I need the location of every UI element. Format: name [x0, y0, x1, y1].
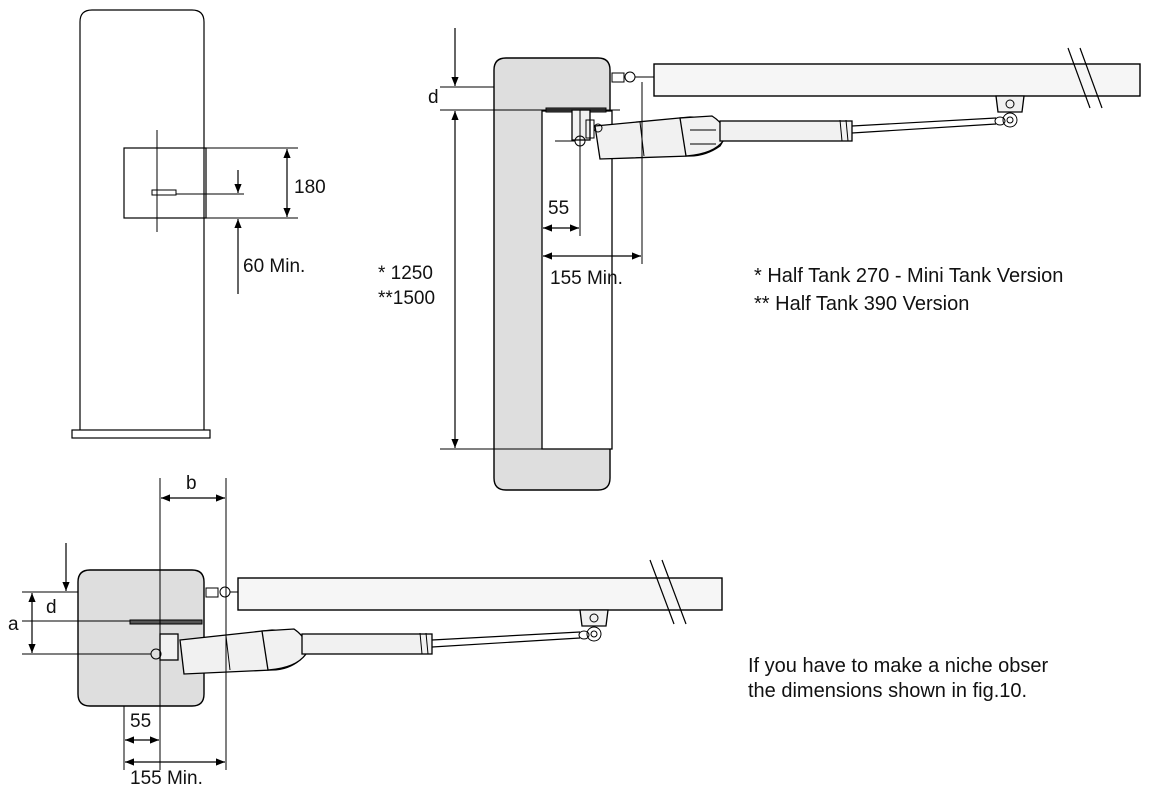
dim-d-label-short: d	[46, 597, 57, 618]
dim-d-label: d	[428, 87, 439, 108]
post-body-short	[77, 569, 205, 707]
niche-note-line1: If you have to make a niche obser	[748, 655, 1049, 677]
barrier-boom-short	[237, 577, 723, 611]
version-note-1: * Half Tank 270 - Mini Tank Version	[754, 265, 1064, 287]
dim-55-label: 55	[548, 198, 569, 219]
post-base-plate	[71, 429, 211, 439]
dim-180-label: 180	[294, 177, 326, 198]
figure-c-side-view: b a d 55 155 Min.	[8, 473, 723, 787]
version-note-2: ** Half Tank 390 Version	[754, 293, 970, 315]
dim-60-min-label: 60 Min.	[243, 256, 305, 277]
niche-opening	[123, 147, 207, 219]
dim-155-min-label: 155 Min.	[550, 268, 623, 289]
figure-b-side-view: d * 1250 **1500 55 155 Min.	[378, 28, 1141, 491]
dim-1500-label: **1500	[378, 288, 435, 309]
figure-a-front-view: 180 60 Min.	[71, 9, 326, 439]
post-outline	[79, 9, 205, 430]
dim-a-label: a	[8, 614, 19, 635]
barrier-boom	[653, 63, 1141, 97]
dim-55-label-short: 55	[130, 711, 151, 732]
dim-155-min-label-short: 155 Min.	[130, 768, 203, 787]
niche-note-line2: the dimensions shown in fig.10.	[748, 680, 1028, 702]
actuator-slot	[151, 189, 177, 196]
dim-1250-label: * 1250	[378, 263, 433, 284]
dim-b-label: b	[186, 473, 197, 494]
